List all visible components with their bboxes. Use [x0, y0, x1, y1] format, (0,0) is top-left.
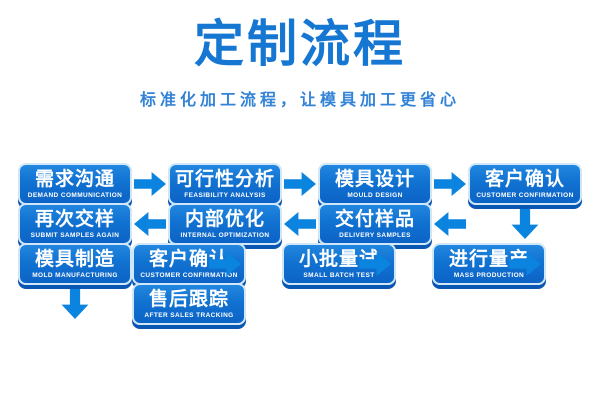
- flow-step-after-sales-tracking: 售后跟踪 AFTER SALES TRACKING: [132, 283, 246, 325]
- arrow-right-icon: [134, 172, 166, 196]
- step-title: 客户确认: [148, 249, 229, 270]
- step-subtitle: AFTER SALES TRACKING: [144, 312, 234, 319]
- flow-step-submit-samples-again: 再次交样 SUBMIT SAMPLES AGAIN: [18, 203, 132, 245]
- step-title: 售后跟踪: [148, 289, 229, 310]
- flow-step-demand-communication: 需求沟通 DEMAND COMMUNICATION: [18, 163, 132, 205]
- step-subtitle: SUBMIT SAMPLES AGAIN: [30, 232, 120, 239]
- flow-step-delivery-samples: 交付样品 DELIVERY SAMPLES: [318, 203, 432, 245]
- step-title: 模具制造: [34, 249, 115, 270]
- arrow-left-icon: [134, 212, 166, 236]
- step-subtitle: MOULD DESIGN: [347, 192, 403, 199]
- arrow-left-icon: [434, 212, 466, 236]
- flow-step-feasibility-analysis: 可行性分析 FEASIBILITY ANALYSIS: [168, 163, 282, 205]
- step-title: 需求沟通: [34, 169, 115, 190]
- step-subtitle: FEASIBILITY ANALYSIS: [184, 192, 266, 199]
- arrow-left-icon: [284, 212, 316, 236]
- page-title: 定制流程: [194, 16, 406, 72]
- step-title: 再次交样: [34, 209, 115, 230]
- arrow-down-icon: [511, 209, 539, 239]
- step-subtitle: DELIVERY SAMPLES: [339, 232, 411, 239]
- step-subtitle: INTERNAL OPTIMIZATION: [180, 232, 270, 239]
- step-title: 模具设计: [334, 169, 415, 190]
- flow-step-customer-confirmation-1: 客户确认 CUSTOMER CONFIRMATION: [468, 163, 582, 205]
- step-subtitle: MASS PRODUCTION: [453, 272, 525, 279]
- step-title: 小批量试: [298, 249, 379, 270]
- step-subtitle: SMALL BATCH TEST: [303, 272, 375, 279]
- page-subtitle: 标准化加工流程，让模具加工更省心: [139, 92, 460, 109]
- step-title: 交付样品: [334, 209, 415, 230]
- flow-step-mould-design: 模具设计 MOULD DESIGN: [318, 163, 432, 205]
- step-title: 进行量产: [448, 249, 529, 270]
- step-subtitle: CUSTOMER CONFIRMATION: [140, 272, 238, 279]
- step-subtitle: MOLD MANUFACTURING: [32, 272, 118, 279]
- flow-step-mold-manufacturing: 模具制造 MOLD MANUFACTURING: [18, 243, 132, 285]
- flow-step-internal-optimization: 内部优化 INTERNAL OPTIMIZATION: [168, 203, 282, 245]
- step-title: 可行性分析: [174, 169, 275, 190]
- step-subtitle: DEMAND COMMUNICATION: [27, 192, 123, 199]
- process-flowchart: 需求沟通 DEMAND COMMUNICATION 可行性分析 FEASIBIL…: [0, 161, 600, 367]
- step-title: 内部优化: [184, 209, 265, 230]
- step-title: 客户确认: [484, 169, 565, 190]
- arrow-down-icon: [61, 289, 89, 319]
- header: 定制流程 标准化加工流程，让模具加工更省心: [0, 0, 600, 110]
- arrow-right-icon: [284, 172, 316, 196]
- arrow-right-icon: [434, 172, 466, 196]
- step-subtitle: CUSTOMER CONFIRMATION: [476, 192, 574, 199]
